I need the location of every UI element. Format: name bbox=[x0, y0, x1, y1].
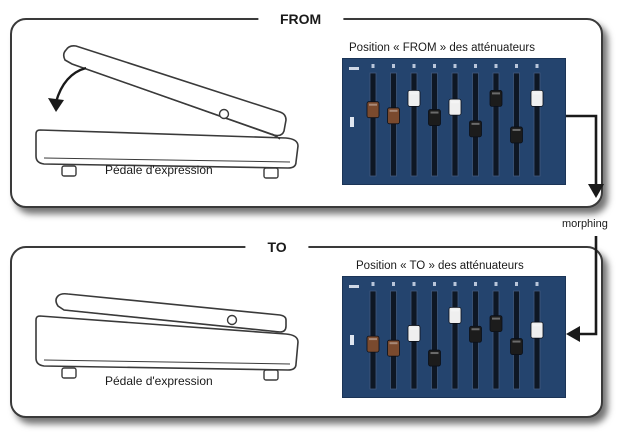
drawbar-knob bbox=[407, 89, 421, 107]
drawbar-knob-highlight bbox=[451, 101, 459, 104]
from-drawbar-panel bbox=[342, 58, 566, 185]
to-fader-caption: Position « TO » des atténuateurs bbox=[356, 260, 524, 272]
drawbar-knob bbox=[489, 315, 503, 332]
from-pedal-label: Pédale d'expression bbox=[105, 163, 213, 177]
drawbar-tick-mark bbox=[392, 64, 395, 68]
panel-indicator-mark bbox=[350, 335, 354, 345]
drawbar-knob-highlight bbox=[492, 92, 500, 95]
drawbar-knob bbox=[510, 126, 523, 144]
drawbar-knob-highlight bbox=[533, 92, 541, 95]
drawbar-track bbox=[492, 290, 500, 390]
drawbar-knob bbox=[387, 107, 400, 125]
drawbar-knob bbox=[407, 325, 421, 342]
drawbar-tick-mark bbox=[535, 64, 539, 68]
drawbar-track bbox=[492, 72, 500, 177]
drawbar-knob-highlight bbox=[533, 324, 541, 327]
drawbar-knob bbox=[448, 306, 462, 324]
drawbar-tick-mark bbox=[494, 64, 498, 68]
from-panel: FROM Pédale d'expression Position « FROM… bbox=[10, 11, 603, 208]
drawbar-tick-mark bbox=[371, 64, 375, 68]
drawbar-tick-mark bbox=[392, 282, 395, 286]
drawbar-tick-mark bbox=[453, 282, 457, 286]
drawbar-knob bbox=[448, 98, 462, 116]
drawbar-knob-highlight bbox=[369, 338, 377, 341]
drawbar-tick-mark bbox=[535, 282, 539, 286]
drawbar-tick-mark bbox=[453, 64, 457, 68]
drawbar-knob-highlight bbox=[512, 128, 521, 131]
drawbar-tick-mark bbox=[515, 282, 518, 286]
drawbar-track bbox=[513, 72, 520, 177]
drawbar-tick-mark bbox=[515, 64, 518, 68]
drawbar-tick-mark bbox=[412, 64, 416, 68]
drawbar-track bbox=[410, 72, 418, 177]
expression-pedal-raised bbox=[35, 45, 299, 179]
drawbar-track bbox=[369, 72, 377, 177]
expression-pedal-flat bbox=[35, 292, 299, 381]
drawbar-knob bbox=[469, 325, 482, 343]
drawbar-tick-mark bbox=[433, 64, 436, 68]
drawbar-tick-mark bbox=[412, 282, 416, 286]
drawbar-knob-highlight bbox=[430, 352, 439, 355]
drawbar-knob-highlight bbox=[410, 327, 418, 330]
drawbar-tick-mark bbox=[474, 282, 477, 286]
drawbar-knob-highlight bbox=[410, 92, 418, 95]
drawbar-knob-highlight bbox=[471, 328, 480, 331]
drawbar-knob-highlight bbox=[451, 309, 459, 312]
drawbar-knob bbox=[530, 89, 544, 107]
drawbar-knob-highlight bbox=[389, 342, 398, 345]
drawbar-knob bbox=[366, 101, 380, 119]
drawbar-knob-highlight bbox=[512, 340, 521, 343]
to-panel: TO Pédale d'expression Position « TO » d… bbox=[10, 239, 603, 418]
morphing-label: morphing bbox=[562, 218, 608, 230]
drawbar-knob-highlight bbox=[369, 103, 377, 106]
drawbar-knob bbox=[510, 338, 523, 355]
drawbar-knob-highlight bbox=[389, 109, 398, 112]
drawbar-knob bbox=[366, 335, 380, 353]
panel-indicator-mark bbox=[350, 117, 354, 127]
from-fader-caption: Position « FROM » des atténuateurs bbox=[349, 42, 536, 54]
panel-label-mark bbox=[349, 67, 359, 70]
to-drawbars bbox=[349, 282, 544, 390]
drawbar-knob bbox=[387, 339, 400, 357]
drawbar-knob bbox=[469, 120, 482, 138]
drawbar-track bbox=[451, 72, 459, 177]
from-panel-title: FROM bbox=[258, 11, 344, 27]
from-drawbars bbox=[349, 64, 544, 177]
drawbar-track bbox=[451, 290, 459, 390]
drawbar-knob bbox=[530, 321, 544, 339]
panel-label-mark bbox=[349, 285, 359, 288]
drawbar-knob bbox=[428, 349, 441, 367]
drawbar-track bbox=[533, 72, 541, 177]
drawbar-tick-mark bbox=[433, 282, 436, 286]
drawbar-track bbox=[533, 290, 541, 390]
drawbar-knob-highlight bbox=[430, 111, 439, 114]
drawbar-knob-highlight bbox=[492, 317, 500, 320]
drawbar-knob-highlight bbox=[471, 122, 480, 125]
to-panel-title: TO bbox=[245, 239, 309, 255]
drawbar-track bbox=[390, 72, 397, 177]
drawbar-track bbox=[431, 290, 438, 390]
drawbar-tick-mark bbox=[494, 282, 498, 286]
drawbar-tick-mark bbox=[474, 64, 477, 68]
drawbar-tick-mark bbox=[371, 282, 375, 286]
to-drawbar-panel bbox=[342, 276, 566, 398]
to-pedal-label: Pédale d'expression bbox=[105, 374, 213, 388]
drawbar-knob bbox=[428, 109, 441, 126]
drawbar-knob bbox=[489, 89, 503, 107]
press-down-arrow-icon bbox=[48, 66, 87, 112]
